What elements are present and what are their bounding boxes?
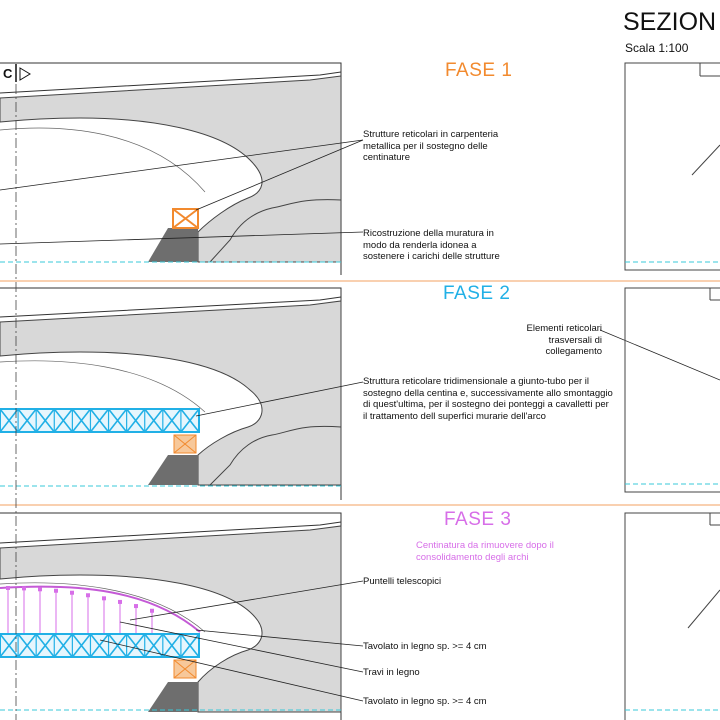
note-masonry-rebuild: Ricostruzione della muratura in modo da … — [363, 228, 500, 262]
panel-3-arch — [0, 521, 342, 713]
phase-3-label: FASE 3 — [444, 509, 512, 530]
right-panel — [624, 62, 720, 271]
note-centering-remove: Centinatura da rimuovere dopo il consoli… — [416, 540, 554, 563]
note-deck-bottom: Tavolato in legno sp. >= 4 cm — [363, 696, 487, 707]
note-3d-truss: Struttura reticolare tridimensionale a g… — [363, 376, 613, 422]
truss-support-orange — [172, 208, 199, 229]
telescopic-props — [6, 585, 154, 634]
section-marker-label: C — [3, 66, 13, 81]
panel-1-arch — [0, 71, 341, 263]
panel-2-arch — [0, 296, 342, 486]
right-panel — [624, 287, 720, 493]
section-arrow-icon — [19, 67, 31, 81]
phase-1-label: FASE 1 — [445, 60, 513, 81]
drawing-title: SEZION — [623, 8, 717, 36]
leader-lines — [0, 139, 720, 702]
drawing-scale: Scala 1:100 — [625, 41, 689, 55]
note-cross-truss: Elementi reticolari trasversali di colle… — [526, 323, 603, 357]
truss-support-orange — [173, 659, 197, 679]
truss-3d-blue — [0, 408, 200, 433]
note-steel-truss: Strutture reticolari in carpenteria meta… — [363, 129, 499, 163]
right-panel — [624, 512, 720, 720]
note-deck-top: Tavolato in legno sp. >= 4 cm — [363, 641, 487, 652]
phase-2-label: FASE 2 — [443, 283, 511, 304]
truss-3d-blue — [0, 633, 200, 658]
truss-support-orange — [173, 434, 197, 454]
note-timber-beams: Travi in legno — [363, 667, 420, 678]
note-props: Puntelli telescopici — [363, 576, 442, 587]
